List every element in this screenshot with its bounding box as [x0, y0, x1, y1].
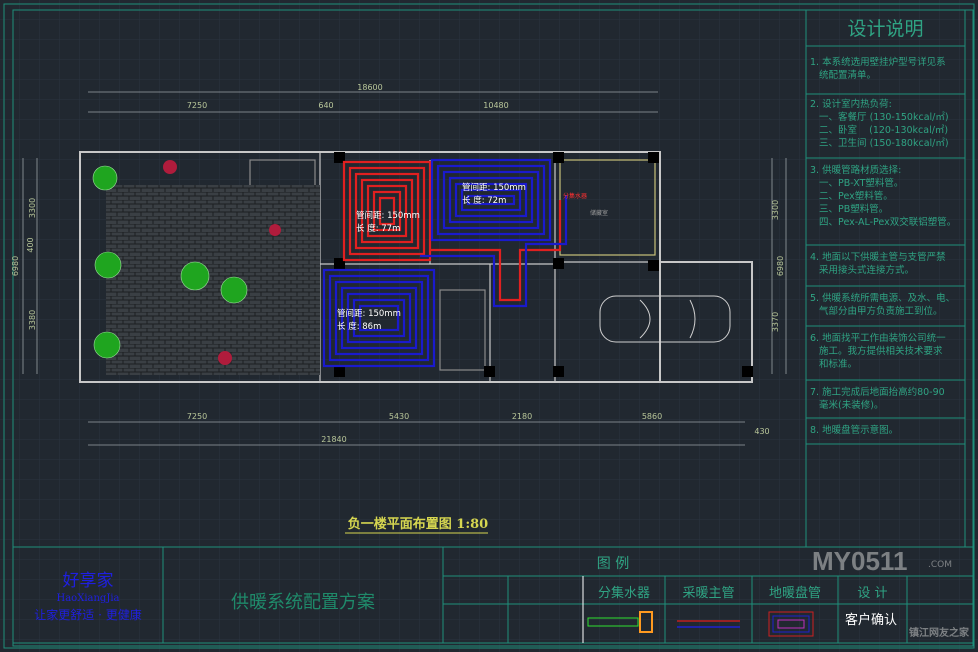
- main-pipe-legend-icon: [677, 620, 740, 628]
- coil-zone-3: [346, 292, 412, 344]
- note-6: 6. 地面找平工作由装饰公司统一 施工。我方提供相关技术要求 和标准。: [810, 333, 946, 370]
- legend-header-coil: 地暖盘管: [768, 586, 821, 601]
- inner-frame: [12, 9, 974, 647]
- title-block-lines: [13, 546, 973, 644]
- dimension-lines: [22, 91, 787, 446]
- dim-right-total: 6980: [776, 256, 785, 276]
- coil-zone-1: [360, 178, 414, 244]
- heating-pipes: [322, 158, 568, 368]
- design-notes-title: 设计说明: [847, 18, 924, 40]
- brick-paving: [106, 185, 320, 375]
- manifold-label: 分集水器: [563, 192, 587, 200]
- legend-header-manifold: 分集水器: [597, 586, 650, 601]
- coil-zone-2: [460, 188, 522, 212]
- dim-top-a: 7250: [187, 101, 207, 110]
- watermark-domain: .COM: [928, 560, 952, 570]
- dim-bottom-c: 2180: [512, 412, 532, 421]
- car-icon: [599, 295, 731, 343]
- note-1: 1. 本系统选用壁挂炉型号详见系 统配置清单。: [810, 57, 946, 81]
- coil-zone-1: [378, 196, 396, 226]
- coil-zone-2: [466, 194, 516, 206]
- dim-left-a: 3300: [28, 198, 37, 218]
- dim-top-b: 640: [318, 101, 333, 110]
- zone3-spacing: 管间距: 150mm: [337, 308, 401, 319]
- coil-zone-3: [340, 286, 418, 350]
- coil-zone-1: [354, 172, 420, 250]
- coil-zone-1: [372, 190, 402, 232]
- dim-left-b: 400: [26, 237, 35, 252]
- watermark-sub: 镇江网友之家: [909, 628, 969, 639]
- dim-bottom-total: 21840: [321, 435, 346, 444]
- coil-zone-1: [342, 160, 432, 262]
- zone2-spacing: 管间距: 150mm: [462, 182, 526, 193]
- project-title: 供暖系统配置方案: [231, 592, 375, 613]
- brand-slogan: 让家更舒适 · 更健康: [34, 608, 142, 622]
- coil-zone-2: [442, 170, 540, 230]
- legend-title: 图 例: [596, 556, 630, 572]
- dim-right-a: 3300: [771, 200, 780, 220]
- coil-zone-1: [348, 166, 426, 256]
- flower-plants: [163, 160, 281, 365]
- zone3-length: 长 度: 86m: [337, 321, 381, 332]
- coil-zone-3: [328, 274, 430, 362]
- coil-zone-3: [352, 298, 406, 338]
- plan-title: 负一楼平面布置图 1:80: [348, 516, 488, 532]
- note-5: 5. 供暖系统所需电源、及水、电、 气部分由甲方负责施工到位。: [810, 293, 956, 317]
- brand-block: 好享家 HaoXiangJia 让家更舒适 · 更健康: [13, 566, 163, 623]
- dim-bottom-d: 5860: [642, 412, 662, 421]
- dim-right-b: 3370: [771, 312, 780, 332]
- coil-zone-2: [454, 182, 528, 218]
- coil-zone-2: [430, 158, 552, 242]
- main-pipe: [430, 200, 562, 302]
- note-4: 4. 地面以下供暖主管与支管严禁 采用接头式连接方式。: [810, 252, 946, 276]
- brand-pinyin: HaoXiangJia: [56, 593, 120, 604]
- note-7: 7. 施工完成后地面抬高约80-90 毫米(未装修)。: [810, 387, 945, 411]
- coil-legend-icon: [768, 611, 814, 637]
- zone1-length: 长 度: 77m: [356, 223, 400, 234]
- dim-left-c: 3380: [28, 310, 37, 330]
- client-confirm: 客户确认: [845, 613, 898, 628]
- coil-zone-2: [448, 176, 534, 224]
- legend-header-design: 设 计: [857, 586, 888, 601]
- structural-columns: [334, 152, 753, 377]
- dim-top-c: 10480: [483, 101, 508, 110]
- note-2: 2. 设计室内热负荷: 一、客餐厅 (130-150kcal/㎡) 二、卧室 (…: [810, 99, 949, 149]
- brand-name: 好享家: [62, 571, 114, 591]
- room-label: 储藏室: [590, 209, 608, 217]
- notes-panel-lines: [805, 10, 966, 547]
- main-pipe: [420, 195, 568, 308]
- dim-left-total: 6980: [11, 256, 20, 276]
- dim-bottom-a: 7250: [187, 412, 207, 421]
- note-3: 3. 供暖管路材质选择: 一、PB-XT塑料管。 二、Pex塑料管。 三、PB塑…: [810, 165, 957, 228]
- coil-zone-3: [334, 280, 424, 356]
- coil-zone-3: [358, 304, 400, 332]
- note-8: 8. 地暖盘管示意图。: [810, 425, 899, 436]
- garden-plants: [92, 165, 248, 359]
- coil-zone-3: [322, 268, 436, 368]
- dim-bottom-e: 430: [754, 427, 769, 436]
- dim-bottom-b: 5430: [389, 412, 409, 421]
- watermark-logo: MY0511: [812, 546, 908, 576]
- coil-zone-2: [436, 164, 546, 236]
- zone2-length: 长 度: 72m: [462, 195, 506, 206]
- dim-top-total: 18600: [357, 83, 382, 92]
- legend-header-main-pipe: 采暖主管: [682, 586, 735, 601]
- coil-zone-1: [366, 184, 408, 238]
- zone1-spacing: 管间距: 150mm: [356, 210, 420, 221]
- manifold-legend-icon: [587, 611, 653, 633]
- outer-frame: [3, 3, 975, 649]
